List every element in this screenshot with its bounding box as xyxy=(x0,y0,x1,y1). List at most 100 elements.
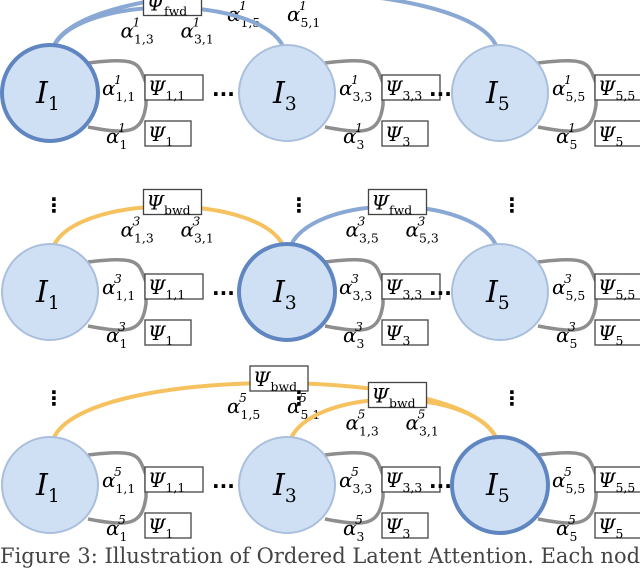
arc-label-1-box xyxy=(142,0,203,17)
self-alpha-I3: α3 xyxy=(343,516,364,544)
self-psi-single-I1-box xyxy=(144,319,192,346)
self-alpha-I1: α1 xyxy=(106,124,127,152)
node-label-I3: I3 xyxy=(272,76,297,115)
figure-caption: Figure 3: Illustration of Ordered Latent… xyxy=(0,544,640,568)
self-loop-I3 xyxy=(324,258,385,332)
self-alpha-I3: α3 xyxy=(343,124,364,152)
node-circle-I3 xyxy=(238,44,336,142)
node-circle-I5 xyxy=(450,435,550,535)
self-alpha-I5: α5 xyxy=(556,124,577,152)
self-psi-single-I1-box xyxy=(144,512,192,539)
arc-label-1: Ψfwd xyxy=(147,0,188,19)
self-loop-I1 xyxy=(87,258,148,332)
self-coef-I3-superscript: 1 xyxy=(351,72,359,87)
self-psi-single-I3: Ψ3 xyxy=(385,514,410,541)
arc-coef-b-1-superscript: 1 xyxy=(193,15,201,30)
ellipsis-1-1: ··· xyxy=(429,82,452,106)
self-alpha-I1-superscript: 5 xyxy=(118,512,126,527)
self-coef-I1-superscript: 5 xyxy=(114,464,122,479)
self-loop-I5 xyxy=(537,451,598,525)
self-psi-I5-box xyxy=(594,74,640,101)
self-psi-I3: Ψ3,3 xyxy=(385,76,422,103)
self-alpha-I1-superscript: 3 xyxy=(118,319,126,334)
ellipsis-3-1: ··· xyxy=(429,281,452,305)
arc-coef-a-1: α1,3 xyxy=(346,411,379,439)
self-psi-single-I5-box xyxy=(594,512,640,539)
self-alpha-I3: α3 xyxy=(343,323,364,351)
self-psi-single-I3: Ψ3 xyxy=(385,122,410,149)
self-alpha-I3-superscript: 1 xyxy=(355,120,363,135)
self-psi-I3: Ψ3,3 xyxy=(385,468,422,495)
self-psi-single-I3-box xyxy=(381,319,429,346)
node-circle-I5 xyxy=(451,243,549,341)
self-psi-I5: Ψ5,5 xyxy=(598,76,635,103)
arc-coef-b-1-superscript: 3 xyxy=(418,214,426,229)
vertical-ellipsis-3-1: ⋮ xyxy=(289,193,309,217)
self-coef-I5: α5,5 xyxy=(552,275,585,303)
node-circle-I1 xyxy=(0,43,100,143)
self-psi-single-I5-box xyxy=(594,319,640,346)
node-label-I1: I1 xyxy=(35,275,60,314)
self-alpha-I1-superscript: 1 xyxy=(118,120,126,135)
self-alpha-I3-superscript: 5 xyxy=(355,512,363,527)
arc-coef-b-0: α3,1 xyxy=(181,218,214,246)
self-psi-I5-box xyxy=(594,273,640,300)
self-alpha-I5: α5 xyxy=(556,323,577,351)
arc-coef-b-1: α3,1 xyxy=(181,19,214,47)
vertical-ellipsis-3-2: ⋮ xyxy=(502,193,522,217)
self-psi-I1-box xyxy=(144,273,204,300)
node-label-I5: I5 xyxy=(485,275,510,314)
self-alpha-I5-superscript: 1 xyxy=(568,120,576,135)
arc-coef-a-0-superscript: 3 xyxy=(133,214,141,229)
self-psi-single-I1: Ψ1 xyxy=(148,321,173,348)
arc-coef-b-0-superscript: 3 xyxy=(193,214,201,229)
self-alpha-I3-superscript: 3 xyxy=(355,319,363,334)
vertical-ellipsis-5-1: ⋮ xyxy=(289,386,309,410)
self-coef-I3-superscript: 3 xyxy=(351,271,359,286)
self-psi-I5: Ψ5,5 xyxy=(598,468,635,495)
arc-coef-a-0-superscript: 5 xyxy=(239,390,247,405)
self-loop-I5 xyxy=(537,59,598,133)
row-layer-1: Ψfwdα1,51α5,11Ψfwdα1,31α3,11I1α1,11Ψ1,1α… xyxy=(0,0,640,152)
arc-coef-b-0-superscript: 1 xyxy=(299,0,307,13)
arc-coef-b-1: α5,3 xyxy=(406,218,439,246)
node-label-I1: I1 xyxy=(35,468,60,507)
node-label-I5: I5 xyxy=(485,76,510,115)
arc-coef-a-1-superscript: 5 xyxy=(358,407,366,422)
self-psi-single-I5: Ψ5 xyxy=(598,514,623,541)
node-circle-I1 xyxy=(1,243,99,341)
self-psi-single-I1-box xyxy=(144,120,192,147)
node-label-I5: I5 xyxy=(485,468,510,507)
arc-coef-a-1-superscript: 1 xyxy=(133,15,141,30)
self-coef-I5: α5,5 xyxy=(552,468,585,496)
node-circle-I5 xyxy=(451,44,549,142)
self-psi-I5: Ψ5,5 xyxy=(598,275,635,302)
arc-coef-a-0: α1,3 xyxy=(121,218,154,246)
arc-coef-a-0-superscript: 1 xyxy=(239,0,247,13)
self-psi-I1-box xyxy=(144,466,204,493)
self-psi-single-I5: Ψ5 xyxy=(598,122,623,149)
arc-coef-b-1-superscript: 5 xyxy=(418,407,426,422)
self-psi-I1-box xyxy=(144,74,204,101)
arc-label-1: Ψbwd xyxy=(372,384,416,411)
self-psi-single-I1: Ψ1 xyxy=(148,122,173,149)
arc-label-1-box xyxy=(367,381,428,409)
ellipsis-5-1: ··· xyxy=(429,474,452,498)
self-alpha-I5-superscript: 5 xyxy=(568,512,576,527)
self-coef-I3-superscript: 5 xyxy=(351,464,359,479)
self-psi-single-I5-box xyxy=(594,120,640,147)
node-circle-I3 xyxy=(237,242,337,342)
arc-coef-b-1: α3,1 xyxy=(406,411,439,439)
node-label-I3: I3 xyxy=(272,468,297,507)
self-coef-I1: α1,1 xyxy=(102,275,135,303)
arc-coef-b-0-superscript: 5 xyxy=(299,390,307,405)
